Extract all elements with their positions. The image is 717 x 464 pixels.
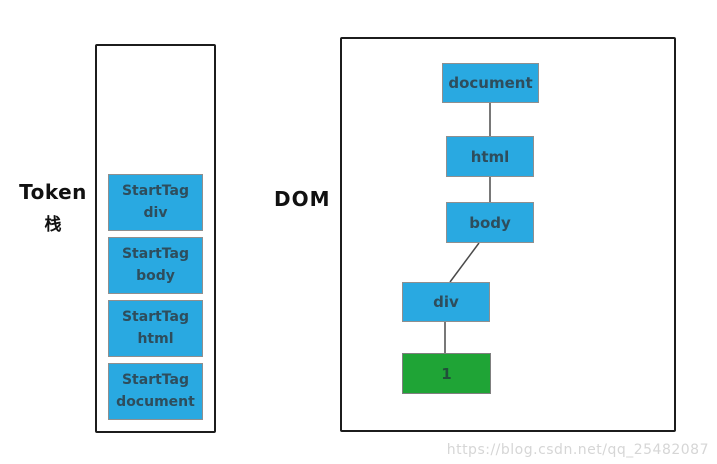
dom-node-document: document xyxy=(442,63,539,103)
token-stack-item-starttag-div: StartTag div xyxy=(108,174,203,231)
token-item-tag: div xyxy=(143,204,168,221)
dom-tree-container: document html body div 1 xyxy=(340,37,676,432)
token-item-type: StartTag xyxy=(121,245,190,262)
token-item-type: StartTag xyxy=(121,371,190,388)
token-stack-item-starttag-document: StartTag document xyxy=(108,363,203,420)
token-item-tag: body xyxy=(136,267,175,284)
token-item-type: StartTag xyxy=(121,182,190,199)
token-stack-label: Token 栈 xyxy=(10,180,96,235)
watermark: https://blog.csdn.net/qq_25482087 xyxy=(446,442,709,458)
dom-label: DOM xyxy=(274,187,331,211)
dom-node-html: html xyxy=(446,136,534,177)
token-stack-container: StartTag div StartTag body StartTag html… xyxy=(95,44,216,433)
token-stack-item-starttag-body: StartTag body xyxy=(108,237,203,294)
dom-node-div: div xyxy=(402,282,490,322)
token-item-tag: document xyxy=(116,393,195,410)
edge-body-div xyxy=(449,242,480,283)
dom-node-body: body xyxy=(446,202,534,243)
token-item-tag: html xyxy=(137,330,174,347)
token-stack-item-starttag-html: StartTag html xyxy=(108,300,203,357)
token-item-type: StartTag xyxy=(121,308,190,325)
token-label-en: Token xyxy=(19,180,87,204)
dom-node-text-1: 1 xyxy=(402,353,491,394)
token-label-zh: 栈 xyxy=(44,215,62,235)
